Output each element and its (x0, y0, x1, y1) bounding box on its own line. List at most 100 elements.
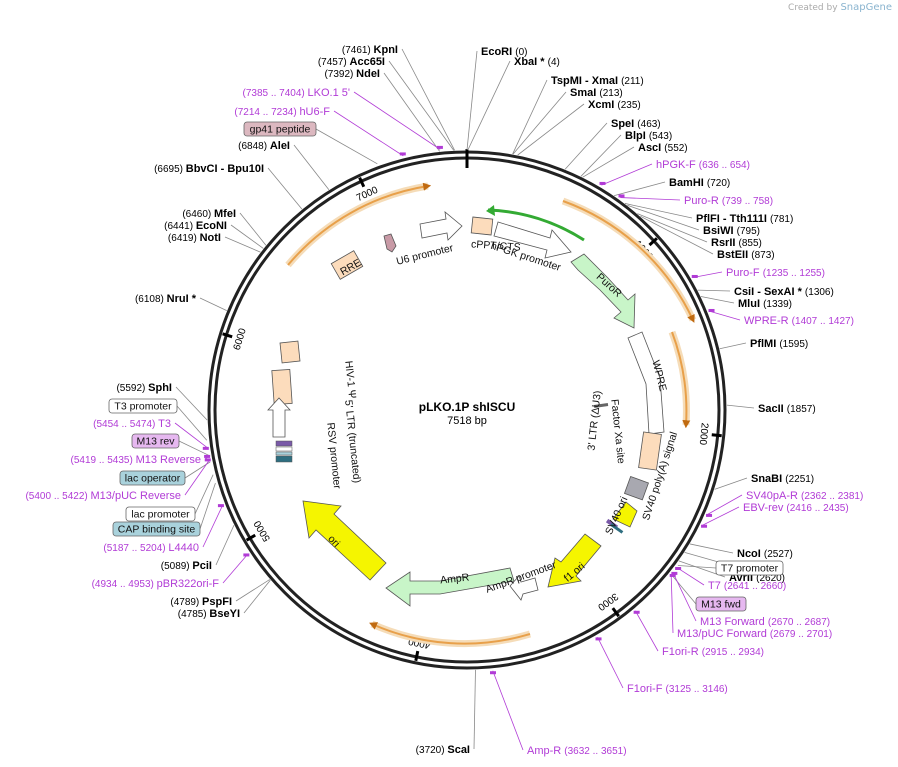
enzyme-site[interactable]: SacII (1857) (758, 403, 816, 415)
enzyme-site[interactable]: RsrII (855) (711, 237, 762, 249)
enzyme-site[interactable]: (6695) BbvCI - Bpu10I (154, 163, 264, 175)
primer-site[interactable]: F1ori-F (3125 .. 3146) (627, 683, 728, 695)
primer-site[interactable]: M13/pUC Forward (2679 .. 2701) (677, 628, 832, 640)
feature-box-bg (108, 398, 178, 414)
primer-site[interactable]: (5454 .. 5474) T3 (93, 418, 171, 430)
primer-site[interactable]: F1ori-R (2915 .. 2934) (662, 646, 764, 658)
plasmid-name: pLKO.1P shISCU (419, 400, 515, 414)
enzyme-site[interactable]: TspMI - XmaI (211) (551, 75, 644, 87)
enzyme-site[interactable]: BlpI (543) (625, 130, 672, 142)
primer-site[interactable]: Puro-F (1235 .. 1255) (726, 267, 825, 279)
enzyme-site[interactable]: MluI (1339) (738, 298, 792, 310)
enzyme-site[interactable]: (4789) PspFI (170, 596, 232, 608)
label-ltr5: 5' LTR (truncated) (342, 399, 363, 483)
gp41-block[interactable] (383, 233, 397, 253)
rsv-arrow[interactable] (267, 397, 291, 438)
primer-site[interactable]: (5187 .. 5204) L4440 (103, 542, 199, 554)
primer-site[interactable]: SV40pA-R (2362 .. 2381) (746, 490, 863, 502)
primer-range: (2670 .. 2687) (768, 617, 830, 628)
primer-site[interactable]: (7385 .. 7404) LKO.1 5' (242, 87, 350, 99)
primer-site[interactable]: M13 Forward (2670 .. 2687) (700, 616, 830, 628)
enzyme-pos: (235) (617, 100, 640, 111)
ltr5-block[interactable] (271, 368, 293, 406)
enzyme-site[interactable]: PflMI (1595) (750, 338, 808, 350)
tick-label-6000: 6000 (232, 327, 249, 352)
enzyme-site[interactable]: NcoI (2527) (737, 548, 793, 560)
hiv-psi-block[interactable] (279, 340, 301, 364)
enzyme-site[interactable]: SnaBI (2251) (751, 473, 814, 485)
credit-prefix: Created by (788, 3, 838, 13)
cppt-block[interactable] (470, 216, 494, 236)
primer-site[interactable]: (5400 .. 5422) M13/pUC Reverse (25, 490, 181, 502)
ampr-arrow[interactable] (385, 567, 515, 607)
enzyme-site[interactable]: BsiWI (795) (703, 225, 760, 237)
hpgk-arrow[interactable] (493, 221, 572, 259)
enzyme-leader (215, 525, 235, 566)
enzyme-name: CsiI - SexAI * (734, 286, 805, 298)
enzyme-leader (700, 296, 735, 304)
enzyme-site[interactable]: (6108) NruI * (135, 293, 197, 305)
enzyme-leader (267, 167, 303, 210)
enzyme-site[interactable]: (6419) NotI (168, 232, 221, 244)
ltr3-block[interactable] (638, 431, 662, 471)
enzyme-label: MluI (1339) (738, 298, 792, 310)
ori-arrow[interactable] (302, 500, 387, 581)
enzyme-leader (383, 72, 440, 152)
puror-arrow[interactable] (570, 253, 636, 329)
sv40pa-block[interactable] (623, 475, 649, 501)
feature-box-cap[interactable]: CAP binding site (112, 521, 201, 537)
feature-box-m13-rev[interactable]: M13 rev (131, 433, 180, 449)
enzyme-leader (467, 60, 511, 151)
enzyme-site[interactable]: (7457) Acc65I (318, 56, 385, 68)
enzyme-site[interactable]: BstEII (873) (717, 249, 775, 261)
enzyme-site[interactable]: (5592) SphI (116, 382, 172, 394)
feature-box-t7-promoter[interactable]: T7 promoter (715, 560, 784, 576)
enzyme-site[interactable]: (7461) KpnI (342, 44, 398, 56)
u6-arrow[interactable] (419, 211, 463, 241)
primer-site[interactable]: (7214 .. 7234) hU6-F (234, 106, 330, 118)
feature-box-gp41[interactable]: gp41 peptide (243, 121, 317, 137)
rre-block[interactable] (330, 250, 364, 280)
enzyme-site[interactable]: (5089) PciI (161, 560, 212, 572)
primer-mark (675, 566, 682, 570)
enzyme-site[interactable]: EcoRI (0) (481, 46, 527, 58)
enzyme-label: BstEII (873) (717, 249, 775, 261)
wpre-block[interactable] (627, 331, 665, 435)
feature-box-t3-promoter[interactable]: T3 promoter (108, 398, 178, 414)
primer-site[interactable]: T7 (2641 .. 2660) (708, 580, 786, 592)
enzyme-site[interactable]: (6441) EcoNI (164, 220, 227, 232)
enzyme-site[interactable]: SmaI (213) (570, 87, 623, 99)
enzyme-site[interactable]: (4785) BseYI (178, 608, 240, 620)
credit: Created by SnapGene (788, 2, 892, 13)
primer-mark (489, 671, 496, 675)
primer-site[interactable]: (5419 .. 5435) M13 Reverse (71, 454, 201, 466)
enzyme-site[interactable]: XcmI (235) (588, 99, 641, 111)
feature-box-lac-promoter[interactable]: lac promoter (125, 506, 196, 522)
primer-range: (739 .. 758) (722, 196, 773, 207)
enzyme-site[interactable]: BamHI (720) (669, 177, 730, 189)
enzyme-site[interactable]: (7392) NdeI (324, 68, 380, 80)
primer-site[interactable]: (4934 .. 4953) pBR322ori-F (92, 578, 220, 590)
ampr-promoter-arrow[interactable] (509, 575, 539, 601)
enzyme-site[interactable]: SpeI (463) (611, 118, 661, 130)
primer-site[interactable]: hPGK-F (636 .. 654) (656, 159, 750, 171)
enzyme-site[interactable]: CsiI - SexAI * (1306) (734, 286, 834, 298)
enzyme-label: (7461) KpnI (342, 44, 398, 56)
primer-leader (707, 494, 743, 515)
feature-box-lac-operator[interactable]: lac operator (119, 470, 186, 486)
primer-range: (3632 .. 3651) (564, 746, 626, 757)
primer-site[interactable]: Amp-R (3632 .. 3651) (527, 745, 627, 757)
feature-box-m13-fwd[interactable]: M13 fwd (695, 596, 747, 612)
enzyme-name: PciI (192, 560, 212, 572)
enzyme-site[interactable]: XbaI * (4) (514, 56, 560, 68)
enzyme-site[interactable]: (3720) ScaI (416, 744, 470, 756)
enzyme-site[interactable]: (6460) MfeI (182, 208, 236, 220)
f1ori-arrow[interactable] (547, 533, 602, 588)
primer-site[interactable]: EBV-rev (2416 .. 2435) (743, 502, 849, 514)
primer-site[interactable]: Puro-R (739 .. 758) (684, 195, 773, 207)
enzyme-site[interactable]: PflFI - Tth111I (781) (696, 213, 793, 225)
sv40ori-block[interactable] (612, 501, 638, 528)
enzyme-site[interactable]: AscI (552) (638, 142, 688, 154)
primer-site[interactable]: WPRE-R (1407 .. 1427) (744, 315, 854, 327)
enzyme-site[interactable]: (6848) AleI (238, 140, 290, 152)
